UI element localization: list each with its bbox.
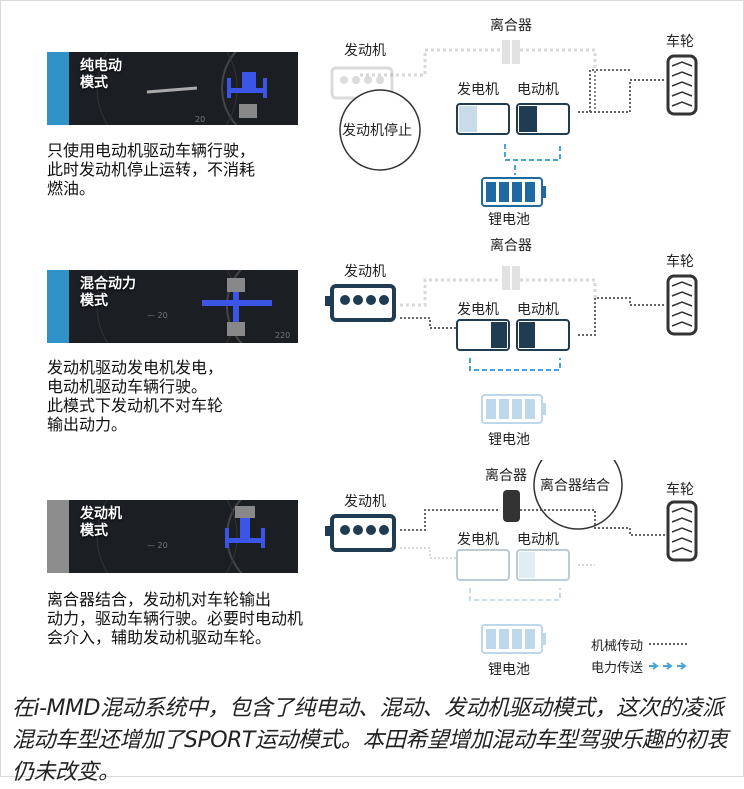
callout-circle: [533, 460, 623, 530]
powertrain-diagram-hybrid: 发动机 离合器 发电机 电动机 锂电池 车轮: [325, 237, 698, 448]
mode-label: 发动机 模式: [80, 506, 122, 539]
dashboard-engine: — 20 发动机 模式: [47, 500, 298, 573]
legend-mechanical-label: 机械传动: [591, 638, 644, 654]
dotted-line-icon: [649, 643, 690, 645]
svg-text:220: 220: [275, 331, 290, 340]
engine-icon: [325, 284, 396, 322]
callout-label: 发动机停止: [342, 122, 412, 139]
mode-description: 发动机驱动发电机发电， 电动机驱动车辆行驶。 此模式下发动机不对车轮 输出动力。: [47, 358, 224, 434]
battery-label: 锂电池: [488, 212, 530, 228]
dashboard-hybrid: — 20 220 混合动力 模式: [47, 270, 298, 343]
engine-label: 发动机: [344, 43, 386, 59]
legend: 机械传动 电力传送: [591, 633, 690, 677]
clutch-label: 离合器: [490, 237, 532, 254]
generator-label: 发电机: [457, 532, 499, 548]
clutch-icon: [502, 40, 520, 64]
battery-icon: [481, 394, 546, 424]
motor-label: 电动机: [517, 82, 559, 98]
svg-text:20: 20: [195, 115, 205, 124]
callout-circle: [339, 89, 421, 171]
battery-icon: [481, 177, 546, 207]
motor-icon: [516, 549, 570, 581]
generator-icon: [456, 549, 510, 581]
wheel-label: 车轮: [666, 33, 694, 50]
battery-icon: [481, 624, 546, 654]
dashboard-gauge-icon: — 20: [96, 500, 265, 573]
svg-text:— 20: — 20: [147, 311, 168, 320]
panel-hybrid-mode: — 20 220 混合动力 模式 发动机驱动发电机发电， 电动机驱动车辆行驶。 …: [0, 230, 744, 460]
engine-icon: [325, 514, 396, 552]
legend-mechanical: 机械传动: [591, 633, 690, 655]
motor-icon: [516, 319, 570, 351]
caption: 在i-MMD混动系统中，包含了纯电动、混动、发动机驱动模式，这次的凌派混动车型还…: [12, 696, 728, 785]
mode-label: 混合动力 模式: [80, 276, 136, 309]
arrow-line-icon: [649, 662, 687, 670]
svg-text:— 20: — 20: [147, 541, 168, 550]
motor-label: 电动机: [517, 532, 559, 548]
mode-accent-bar: [47, 270, 69, 343]
engine-label: 发动机: [344, 494, 386, 510]
battery-label: 锂电池: [488, 432, 530, 448]
wheel-icon: [666, 500, 698, 562]
engine-label: 发动机: [344, 264, 386, 280]
mode-description: 离合器结合，发动机对车轮输出 动力，驱动车辆行驶。必要时电动机 会介入，辅助发动…: [47, 590, 304, 647]
battery-label: 锂电池: [488, 662, 530, 678]
dashboard-gauge-icon: 20: [96, 52, 267, 125]
motor-icon: [516, 103, 570, 135]
wheel-label: 车轮: [666, 253, 694, 270]
powertrain-diagram-engine: 发动机 离合器 发电机 电动机 锂电池 车轮 离合器结合: [325, 460, 698, 678]
clutch-label: 离合器: [485, 467, 527, 484]
panel-engine-mode: — 20 发动机 模式 离合器结合，发动机对车轮输出 动力，驱动车辆行驶。必要时…: [0, 460, 744, 690]
mode-accent-bar: [47, 52, 69, 125]
clutch-icon: [503, 490, 520, 522]
panel-ev-mode: 20 纯电动 模式 只使用电动机驱动车辆行驶， 此时发动机停止运转，不消耗 燃油…: [0, 0, 744, 230]
mode-accent-bar: [47, 500, 69, 573]
wheel-icon: [666, 274, 698, 336]
clutch-label: 离合器: [490, 17, 532, 34]
powertrain-diagram-ev: 发动机 离合器 发电机 电动机 锂电池: [330, 17, 698, 228]
wheel-label: 车轮: [666, 481, 694, 498]
clutch-icon: [502, 266, 520, 290]
wheel-icon: [666, 54, 698, 116]
generator-icon: [456, 103, 510, 135]
generator-icon: [456, 319, 510, 351]
mode-label: 纯电动 模式: [80, 58, 122, 91]
dashboard-gauge-icon: — 20 220: [96, 270, 290, 343]
motor-label: 电动机: [517, 302, 559, 318]
mode-description: 只使用电动机驱动车辆行驶， 此时发动机停止运转，不消耗 燃油。: [47, 141, 256, 198]
generator-label: 发电机: [457, 302, 499, 318]
legend-electrical: 电力传送: [591, 655, 689, 677]
legend-electrical-label: 电力传送: [591, 660, 644, 676]
dashboard-ev: 20 纯电动 模式: [47, 52, 298, 125]
generator-label: 发电机: [457, 82, 499, 98]
callout-label: 离合器结合: [540, 477, 610, 494]
